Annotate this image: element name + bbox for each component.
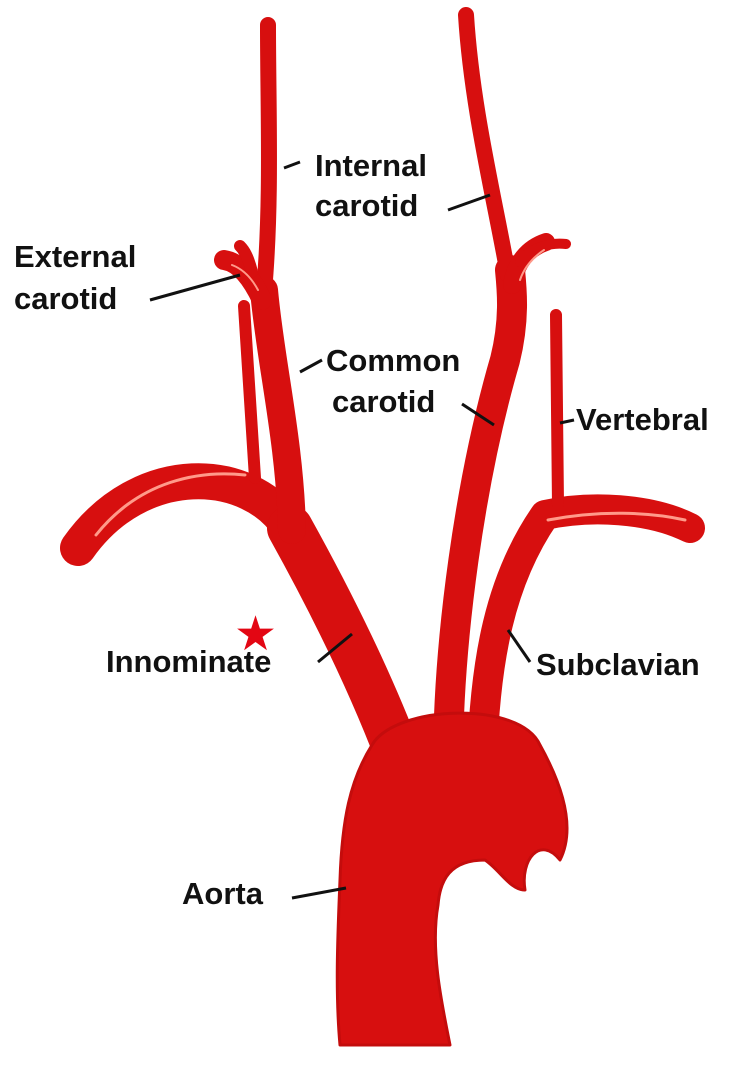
label-subclavian: Subclavian [536,647,700,683]
aortic-arch [337,713,567,1045]
leader-common-carotid-left [300,360,322,372]
star-icon: ★ [234,610,277,658]
leader-internal-carotid-right [448,195,490,210]
label-internal-carotid-line1: Internal [315,148,427,184]
label-vertebral: Vertebral [576,402,709,438]
right-vertebral-artery [244,306,255,478]
left-vertebral-artery [556,315,558,505]
label-aorta: Aorta [182,876,263,912]
right-subclavian-artery [78,481,290,548]
label-common-carotid-line2: carotid [332,384,435,420]
leader-internal-carotid-left [284,162,300,168]
leader-external-carotid [150,275,240,300]
label-external-carotid-line2: carotid [14,281,117,317]
leader-subclavian [508,630,530,662]
label-external-carotid-line1: External [14,239,136,275]
right-internal-carotid-artery [264,25,269,292]
label-internal-carotid-line2: carotid [315,188,418,224]
left-internal-carotid-artery [466,15,508,275]
label-common-carotid-line1: Common [326,343,460,379]
innominate-artery [290,528,400,760]
